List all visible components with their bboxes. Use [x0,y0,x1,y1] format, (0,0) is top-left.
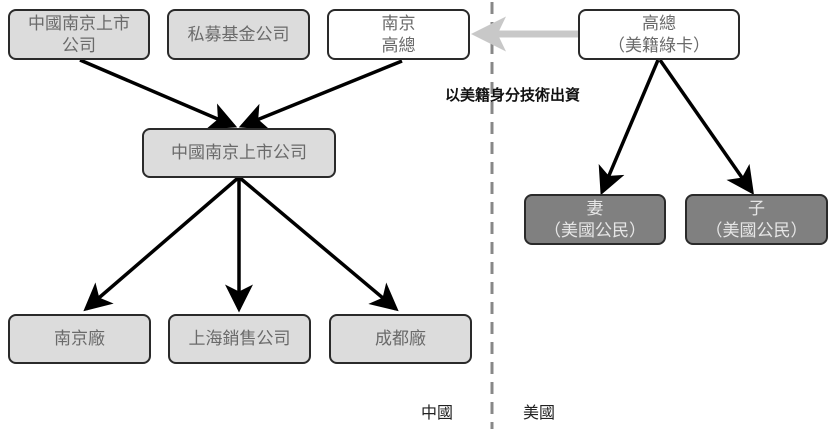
arrow-listed-top-to-center [79,58,238,130]
node-text: 中國南京上市公司 [171,143,307,163]
node-text: 南京廠 [54,329,105,349]
node-shanghai-sales: 上海銷售公司 [168,314,311,364]
node-text: （美國公民） [705,220,808,241]
node-private-fund: 私募基金公司 [167,9,310,60]
node-listed-company-top: 中國南京上市 公司 [8,9,150,60]
investment-note: 以美籍身分技術出資 [445,86,581,104]
node-text: 中國南京上市 [28,13,130,34]
node-text: 公司 [62,35,96,56]
arrow-center-to-chengdu-factory [238,176,399,312]
node-son: 子 （美國公民） [685,194,828,245]
node-nanjing-factory: 南京廠 [8,314,151,364]
arrow-nanjing-ceo-to-center [238,59,403,130]
node-text: 私募基金公司 [187,24,290,45]
node-text: 上海銷售公司 [188,329,291,349]
node-text: （美國公民） [544,220,646,241]
node-text: 子 [748,198,765,219]
node-listed-company-center: 中國南京上市公司 [142,128,336,178]
node-text: 高總 [642,13,676,34]
node-text: （美籍綠卡） [608,35,710,56]
node-text: 高總 [381,35,416,56]
node-text: 妻 [586,198,604,219]
node-nanjing-ceo: 南京 高總 [327,9,470,60]
node-wife: 妻 （美國公民） [524,194,666,245]
node-text: 成都廠 [375,329,426,349]
node-chengdu-factory: 成都廠 [329,314,472,364]
arrow-center-to-nanjing-factory [83,176,240,312]
node-text: 南京 [381,13,416,34]
region-label-china: 中國 [421,403,454,422]
arrow-us-ceo-to-son [658,58,755,195]
arrow-us-ceo-to-wife [598,59,660,196]
node-us-ceo: 高總 （美籍綠卡） [578,9,740,60]
region-label-usa: 美國 [523,403,556,422]
